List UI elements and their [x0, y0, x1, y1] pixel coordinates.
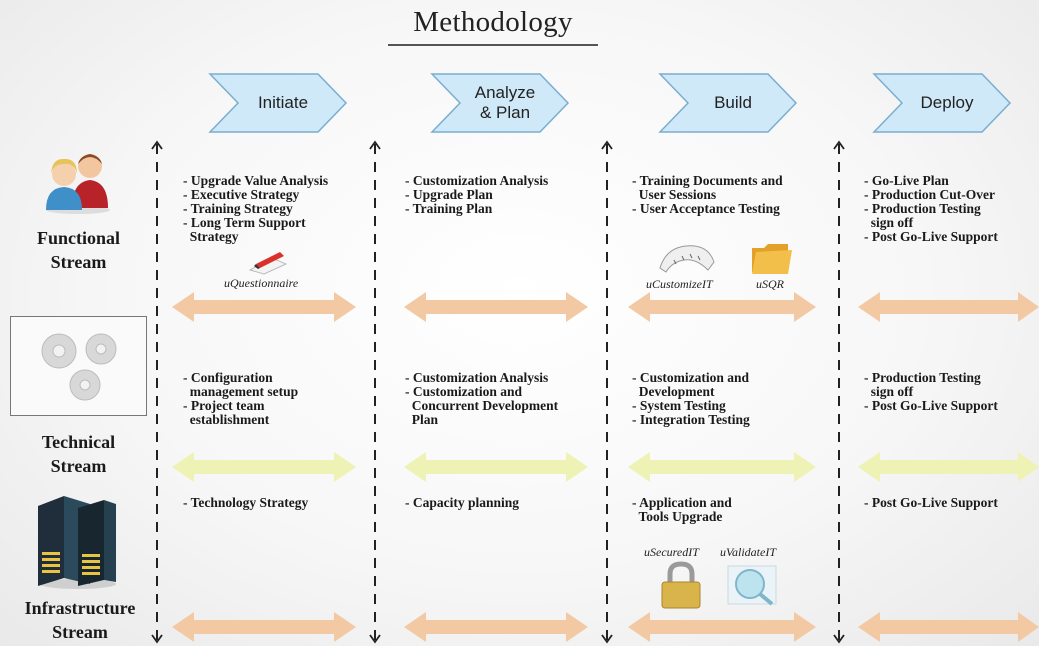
cell-line: - Application and	[632, 495, 732, 510]
cell-functional-analyze: - Customization Analysis - Upgrade Plan …	[405, 174, 548, 216]
cell-line: - Production Cut-Over	[864, 187, 995, 202]
cell-technical-deploy: - Production Testing sign off - Post Go-…	[864, 371, 998, 413]
functional-arrow-build	[628, 292, 816, 322]
gears-icon	[41, 333, 117, 401]
functional-arrow-initiate	[172, 292, 356, 322]
cell-line: - Upgrade Plan	[405, 187, 493, 202]
cell-line: management setup	[183, 384, 299, 399]
cell-line: establishment	[183, 412, 270, 427]
cell-technical-analyze: - Customization Analysis - Customization…	[405, 371, 558, 427]
functional-arrow-analyze	[404, 292, 588, 322]
cell-line: User Sessions	[632, 187, 717, 202]
cell-line: - Production Testing	[864, 370, 981, 385]
chevron-shape	[430, 73, 570, 133]
phase-divider-1	[151, 140, 163, 644]
questionnaire-icon	[248, 252, 288, 275]
cell-technical-build: - Customization and Development - System…	[632, 371, 750, 427]
phase-divider-2	[369, 140, 381, 644]
cell-line: - Integration Testing	[632, 412, 750, 427]
infrastructure-arrow-build	[628, 612, 816, 642]
tool-questionnaire-label: uQuestionnaire	[224, 276, 299, 290]
technical-image-frame	[10, 316, 147, 416]
tool-customize-label: uCustomizeIT	[646, 277, 713, 291]
technical-arrow-build	[628, 452, 816, 482]
stream-label-infrastructure: Infrastructure Stream	[24, 598, 136, 642]
functional-arrow-deploy	[858, 292, 1039, 322]
folder-icon	[752, 244, 792, 274]
chevron-shape	[872, 73, 1012, 133]
tool-secured-label: uSecuredIT	[644, 545, 699, 559]
infrastructure-arrow-initiate	[172, 612, 356, 642]
infrastructure-arrow-analyze	[404, 612, 588, 642]
phase-deploy: Deploy	[872, 72, 1012, 134]
cell-technical-initiate: - Configuration management setup - Proje…	[183, 371, 298, 427]
cell-line: - Long Term Support	[183, 215, 306, 230]
phase-analyze-plan: Analyze & Plan	[430, 72, 570, 134]
cell-line: - Customization Analysis	[405, 370, 549, 385]
cell-line: Concurrent Development	[405, 398, 559, 413]
cell-line: - Training Strategy	[183, 201, 293, 216]
cell-line: - Upgrade Value Analysis	[183, 173, 329, 188]
cell-line: - Training Plan	[405, 201, 493, 216]
cell-infrastructure-build: - Application and Tools Upgrade	[632, 496, 732, 524]
tool-sqr-label: uSQR	[756, 277, 784, 291]
phase-build: Build	[658, 72, 798, 134]
people-icon	[46, 154, 110, 214]
cell-line: - Project team	[183, 398, 265, 413]
cell-functional-initiate: - Upgrade Value Analysis - Executive Str…	[183, 174, 328, 244]
phase-label: Initiate	[257, 92, 309, 112]
stream-label-functional: Functional Stream	[36, 228, 120, 272]
cell-infrastructure-initiate: - Technology Strategy	[183, 496, 308, 510]
phase-divider-4	[833, 140, 845, 644]
technical-arrow-deploy	[858, 452, 1039, 482]
padlock-icon	[661, 561, 701, 609]
cell-functional-build: - Training Documents and User Sessions -…	[632, 174, 783, 216]
phase-label: Deploy	[920, 92, 974, 112]
cell-functional-deploy: - Go-Live Plan - Production Cut-Over - P…	[864, 174, 998, 244]
cell-line: - Go-Live Plan	[864, 173, 949, 188]
cell-line: - Configuration	[183, 370, 273, 385]
cell-line: - Customization Analysis	[405, 173, 549, 188]
page-title: Methodology	[413, 6, 573, 38]
cell-line: Strategy	[183, 229, 239, 244]
technical-arrow-analyze	[404, 452, 588, 482]
chevron-shape	[208, 73, 348, 133]
cell-infrastructure-analyze: - Capacity planning	[405, 496, 519, 510]
phase-divider-3	[601, 140, 613, 644]
infrastructure-arrow-deploy	[858, 612, 1039, 642]
phase-label: Analyze & Plan	[474, 82, 536, 122]
phase-label: Build	[714, 92, 752, 112]
technical-arrow-initiate	[172, 452, 356, 482]
cell-line: - Customization and	[405, 384, 523, 399]
measuring-tape-icon	[659, 245, 715, 273]
cell-line: - Training Documents and	[632, 173, 783, 188]
tool-validate-label: uValidateIT	[720, 545, 776, 559]
cell-line: - Production Testing	[864, 201, 981, 216]
phase-initiate: Initiate	[208, 72, 348, 134]
cell-line: Plan	[405, 412, 439, 427]
title-underline	[388, 44, 598, 46]
cell-line: sign off	[864, 384, 914, 399]
magnifier-icon	[727, 565, 777, 606]
cell-line: - Post Go-Live Support	[864, 398, 998, 413]
cell-infrastructure-deploy: - Post Go-Live Support	[864, 496, 998, 510]
server-icon	[38, 496, 116, 589]
cell-line: - Technology Strategy	[183, 495, 309, 510]
cell-line: - Executive Strategy	[183, 187, 300, 202]
cell-line: - Post Go-Live Support	[864, 495, 998, 510]
cell-line: sign off	[864, 215, 914, 230]
cell-line: - System Testing	[632, 398, 726, 413]
cell-line: - Customization and	[632, 370, 750, 385]
cell-line: - Post Go-Live Support	[864, 229, 998, 244]
stream-label-technical: Technical Stream	[41, 432, 116, 476]
cell-line: Development	[632, 384, 715, 399]
chevron-shape	[658, 73, 798, 133]
cell-line: - User Acceptance Testing	[632, 201, 780, 216]
cell-line: - Capacity planning	[405, 495, 520, 510]
cell-line: Tools Upgrade	[632, 509, 723, 524]
